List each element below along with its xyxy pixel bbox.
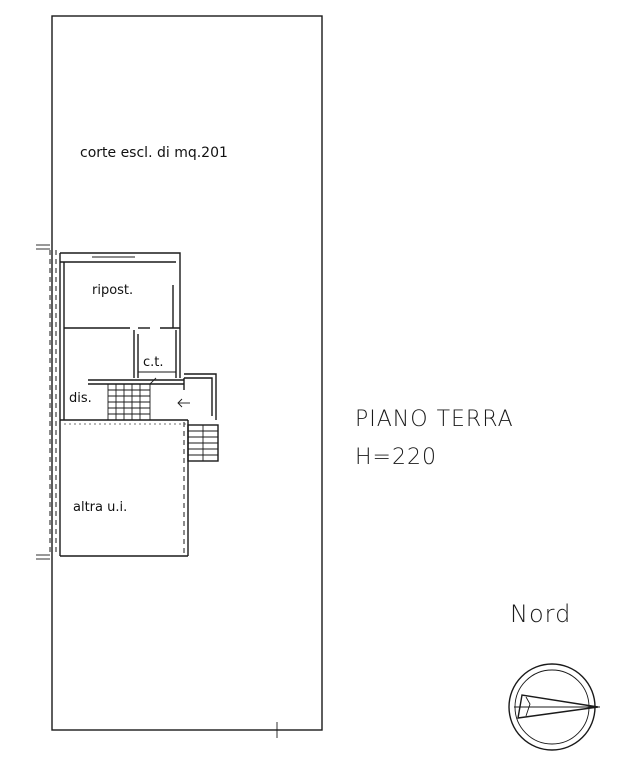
boiler-label: c.t. [143, 355, 164, 370]
courtyard-label: corte escl. di mq.201 [80, 145, 228, 161]
property-boundary [51, 15, 323, 731]
entrance-block [177, 373, 217, 420]
floor-title: PIANO TERRA [355, 407, 514, 432]
exterior-steps [187, 424, 219, 462]
left-wall-marks [36, 244, 57, 560]
ceiling-height: H=220 [355, 445, 437, 470]
compass-label: Nord [510, 600, 571, 628]
storage-label: ripost. [92, 283, 133, 298]
north-arrow-icon [508, 663, 600, 751]
other-unit-label: altra u.i. [73, 500, 127, 515]
hall-label: dis. [69, 391, 92, 406]
other-unit-outline [59, 419, 189, 557]
staircase [88, 377, 184, 420]
building-outline [59, 252, 181, 420]
storage-partitions [64, 327, 181, 378]
